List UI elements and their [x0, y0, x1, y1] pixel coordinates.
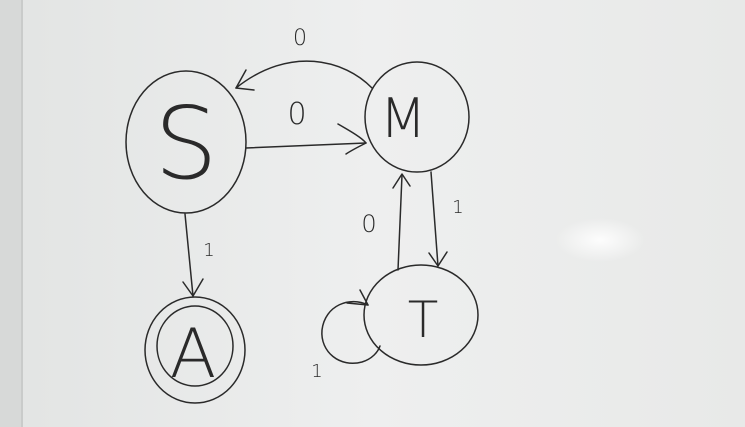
light-glare	[555, 218, 645, 262]
transition-s-to-a-label: 1	[203, 240, 214, 261]
transition-m-to-t-label: 1	[452, 197, 463, 218]
state-t-label: T	[408, 291, 439, 349]
state-m-label: M	[380, 87, 427, 150]
state-a-label: A	[170, 315, 217, 394]
transition-s-to-m-label: 0	[287, 97, 306, 132]
transition-t-to-m-label: 0	[361, 210, 376, 238]
whiteboard-frame-left	[0, 0, 22, 427]
state-s-label: S	[154, 85, 217, 202]
transition-t-self-loop-label: 1	[311, 361, 322, 382]
transition-m-to-s-label: 0	[293, 26, 307, 51]
